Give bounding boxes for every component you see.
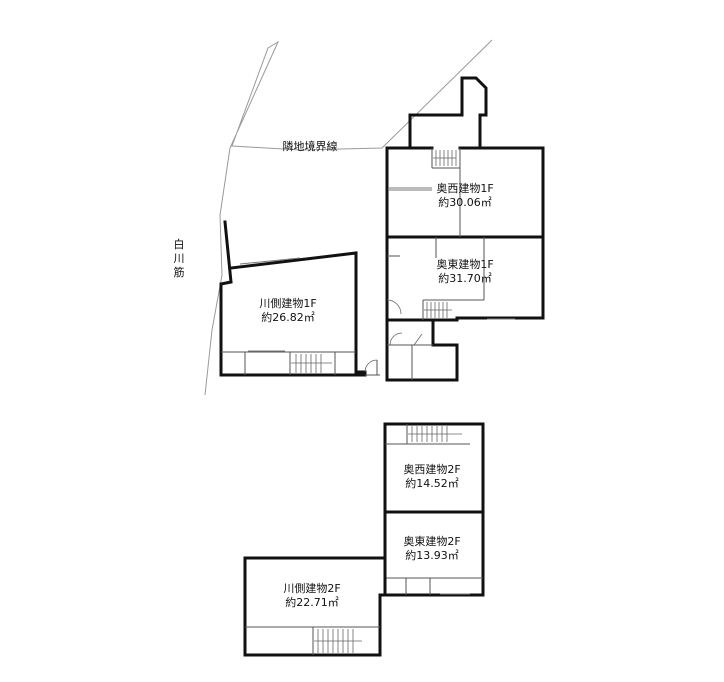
room-name-kawagawa-2f: 川側建物2F [283,581,340,595]
stair-kawagawa-1f [291,354,332,373]
street-label-char-3: 筋 [174,265,185,279]
stair-kawagawa-2f [314,629,362,653]
room-name-okunishi-1f: 奥西建物1F [436,181,493,195]
room-area-okuhigashi-2f: 約13.93㎡ [405,548,459,562]
street-label-char-1: 白 [174,237,185,251]
door-arc [389,332,403,346]
room-area-okuhigashi-1f: 約31.70㎡ [438,271,492,285]
room-name-kawagawa-1f: 川側建物1F [259,296,316,310]
building-okunishi-okuhigashi-1f [385,76,545,382]
street-label-char-2: 川 [174,252,185,265]
boundary-line-end [489,39,493,43]
boundary-line [204,40,491,396]
room-name-okunishi-2f: 奥西建物2F [403,462,460,476]
room-area-kawagawa-1f: 約26.82㎡ [261,310,315,324]
room-area-kawagawa-2f: 約22.71㎡ [285,595,339,609]
stair-okunishi-2f [408,426,462,442]
building-kawagawa-2f [243,556,387,657]
door-arc [386,299,402,315]
stair-okuhigashi-1f [424,302,452,318]
room-area-okunishi-2f: 約14.52㎡ [405,476,459,490]
door-arc [364,359,378,373]
building-oku-2f [383,422,485,597]
stair-okunishi-1f [433,150,457,166]
boundary-line-label: 隣地境界線 [283,139,338,153]
building-kawagawa-1f [219,220,380,377]
room-name-okuhigashi-2f: 奥東建物2F [403,534,460,548]
room-name-okuhigashi-1f: 奥東建物1F [436,257,493,271]
door-mark [413,333,423,346]
room-area-okunishi-1f: 約30.06㎡ [438,195,492,209]
